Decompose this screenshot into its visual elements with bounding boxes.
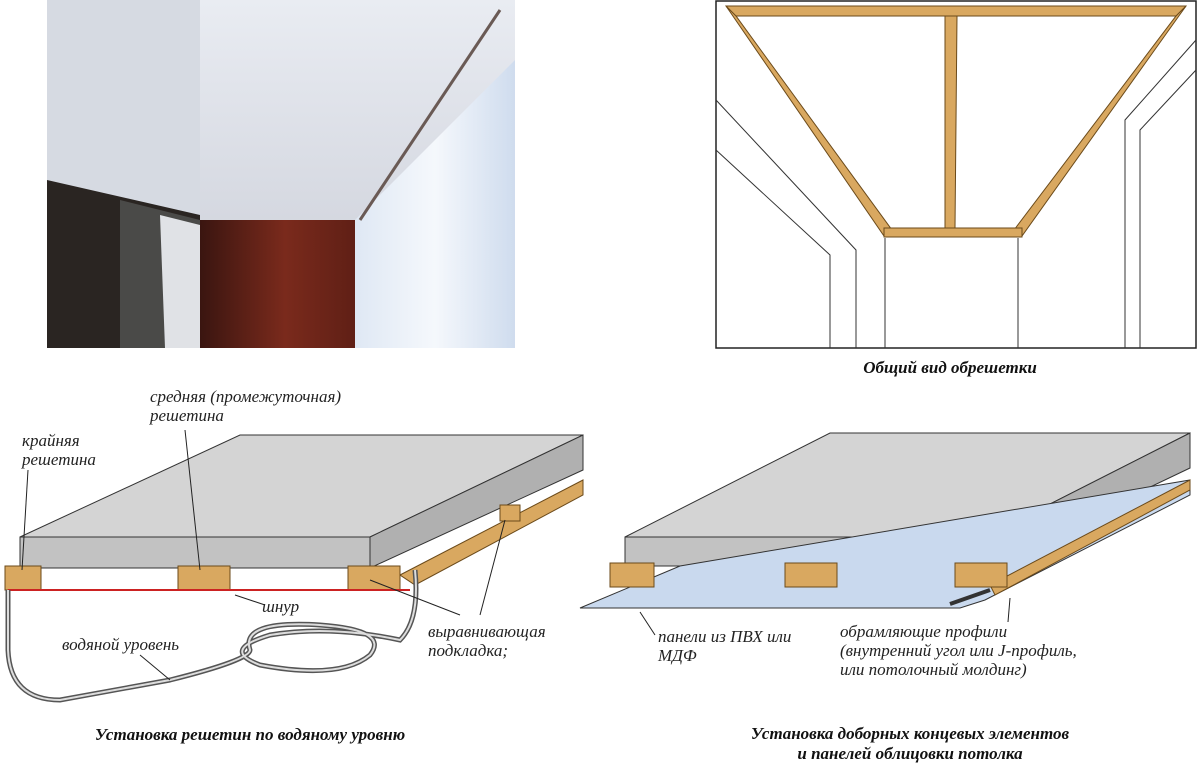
balcony-photo	[47, 0, 515, 348]
label-shim-2: подкладка;	[428, 641, 509, 660]
label-profiles-2: (внутренний угол или J-профиль,	[840, 641, 1077, 660]
panel-caption-2: и панелей облицовки потолка	[797, 744, 1023, 763]
label-middle-lath-1: средняя (промежуточная)	[150, 387, 342, 406]
label-panels-1: панели из ПВХ или	[658, 627, 792, 646]
panel-caption-1: Установка доборных концевых элементов	[750, 724, 1070, 743]
label-profiles-3: или потолочный молдинг)	[840, 660, 1027, 679]
lathing-overview-drawing	[715, 0, 1197, 349]
label-profiles-1: обрамляющие профили	[840, 622, 1008, 641]
overview-caption: Общий вид обрешетки	[863, 358, 1037, 377]
label-water-level: водяной уровень	[62, 635, 180, 654]
label-panels-2: МДФ	[658, 646, 697, 665]
water-level-diagram	[4, 429, 584, 703]
label-edge-lath-2: решетина	[22, 450, 96, 469]
label-cord: шнур	[262, 597, 300, 616]
water-level-caption: Установка решетин по водяному уровню	[94, 725, 406, 744]
panel-installation-diagram	[579, 432, 1191, 636]
label-edge-lath-1: крайняя	[22, 431, 80, 450]
label-shim-1: выравнивающая	[428, 622, 546, 641]
label-middle-lath-2: решетина	[150, 406, 224, 425]
